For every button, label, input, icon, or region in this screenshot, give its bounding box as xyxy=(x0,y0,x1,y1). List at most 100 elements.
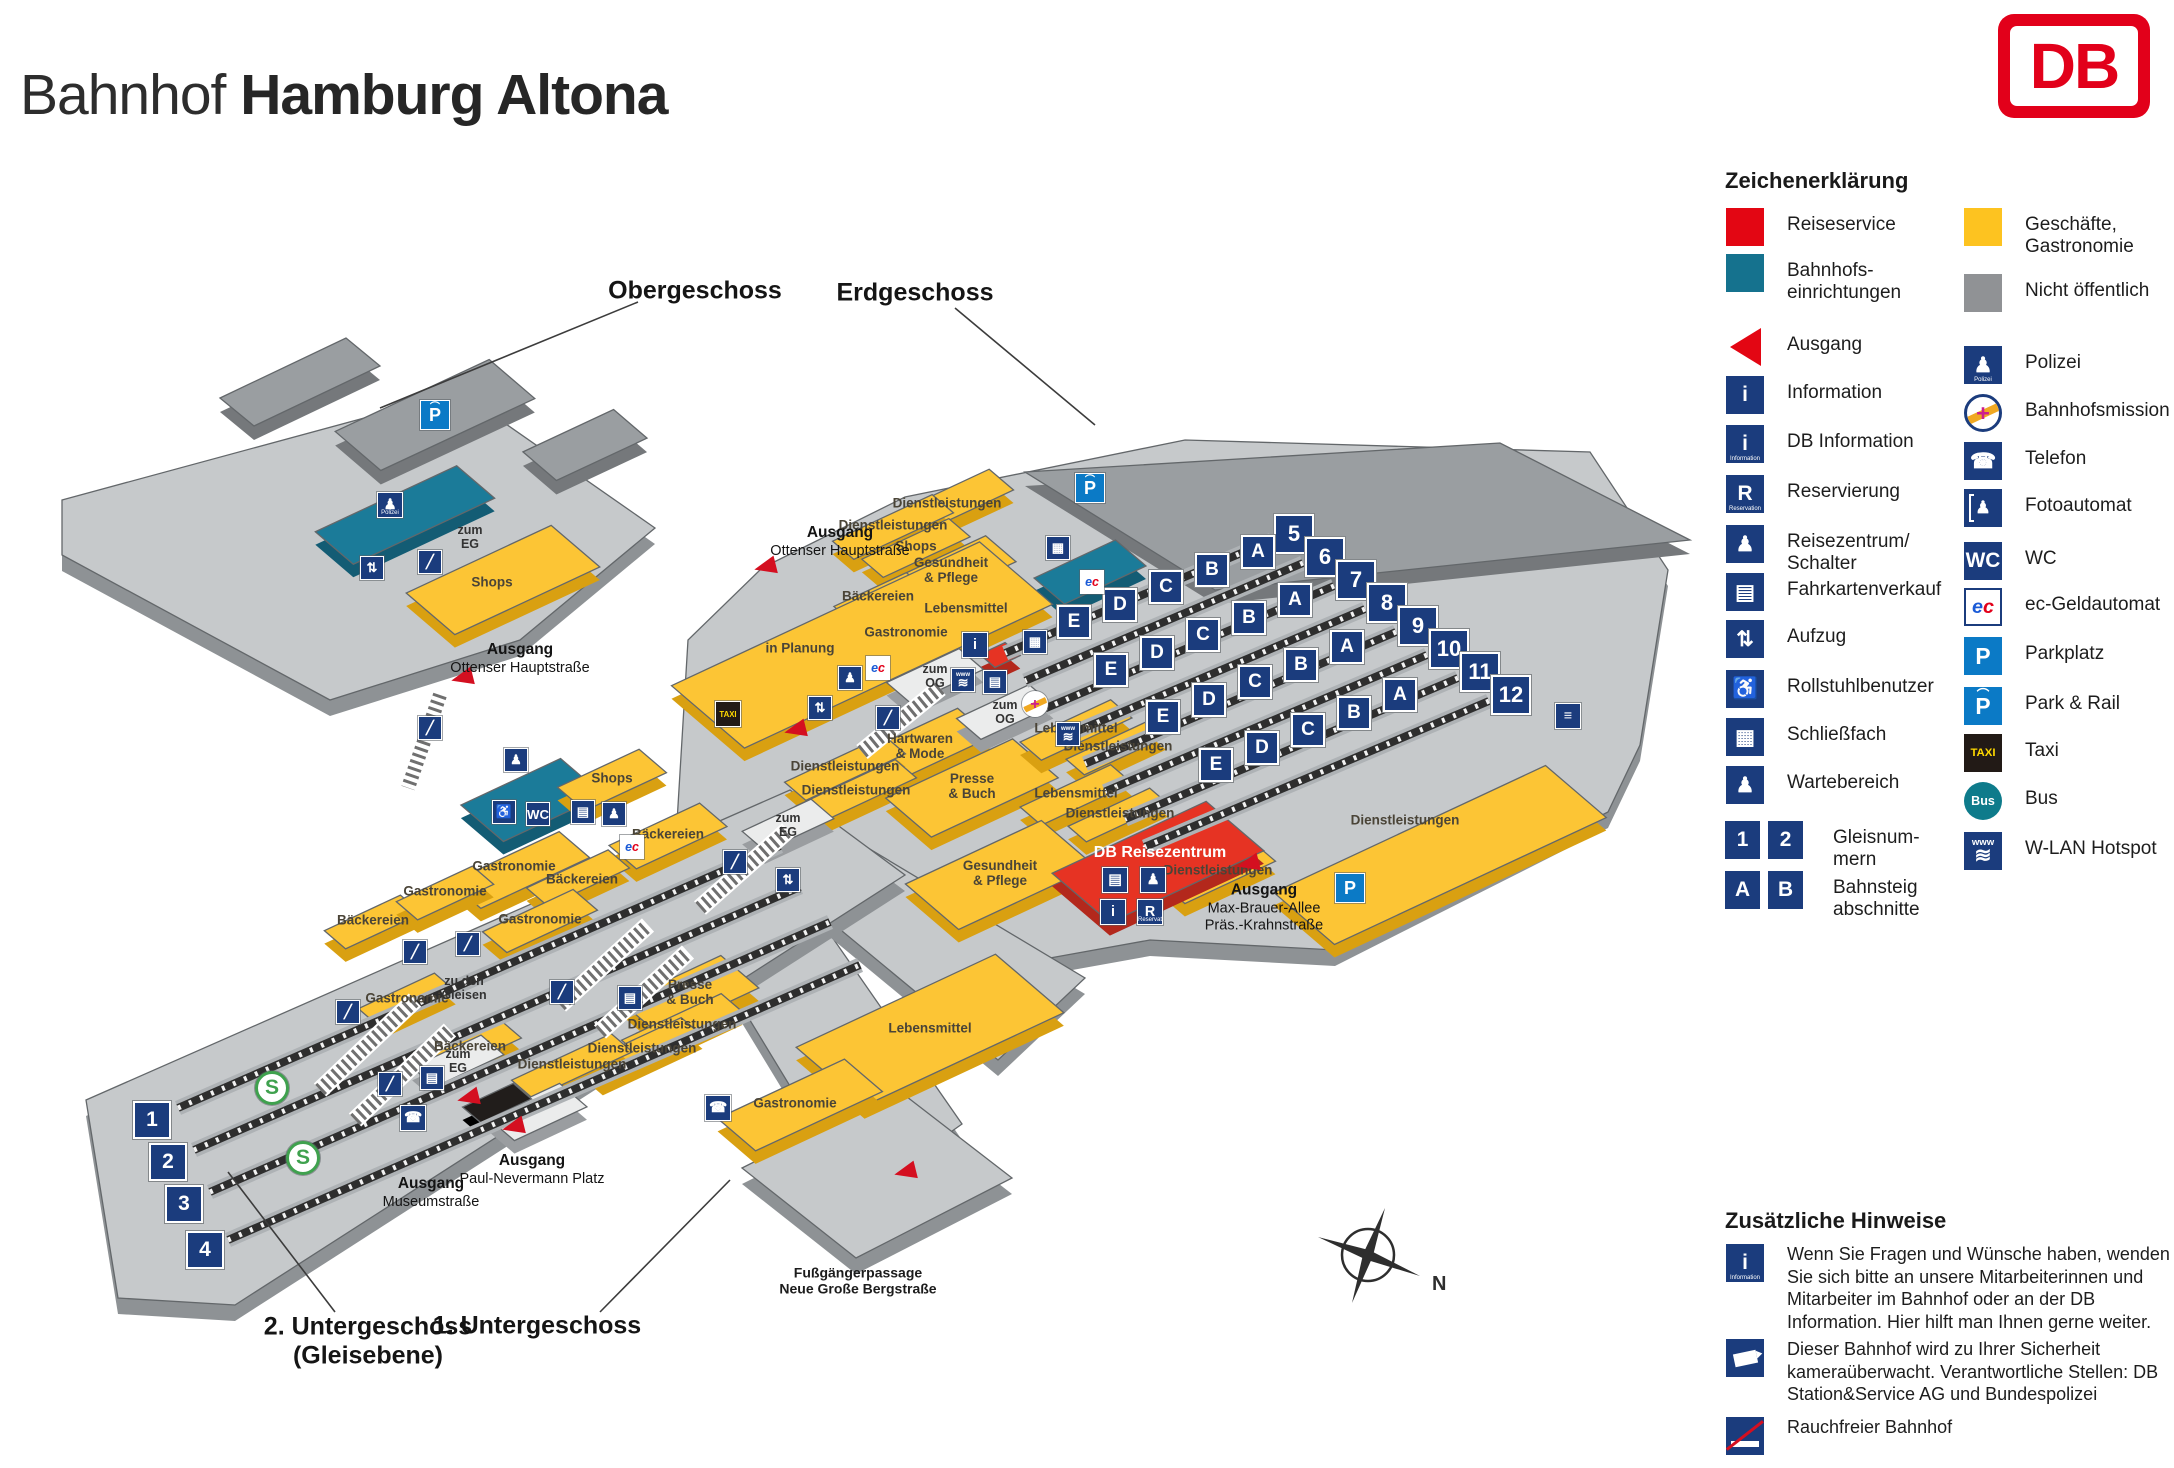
block-in_planung xyxy=(670,541,1054,749)
legend-label: Fahrkartenverkauf xyxy=(1787,579,1942,600)
block-presse xyxy=(884,738,1060,838)
bahnsteigabschnitte-icon: B xyxy=(1768,871,1803,909)
legend-item: ♿ Rollstuhlbenutzer xyxy=(1725,669,1934,709)
legend-label: Reservierung xyxy=(1787,481,1900,502)
legend-label: Ausgang xyxy=(1787,334,1863,355)
legend-label: Geschäfte, Gastronomie xyxy=(2025,214,2134,257)
compass-rose: N xyxy=(1318,1208,1446,1303)
page-title: Bahnhof Hamburg Altona xyxy=(20,62,668,128)
leader-line xyxy=(599,1179,731,1313)
legend-label: Taxi xyxy=(2025,740,2059,761)
legend-label: Fotoautomat xyxy=(2025,495,2132,516)
legend-item: ▦Schließfach xyxy=(1725,717,1886,757)
legend-icon-box: i xyxy=(1725,375,1765,415)
og-deck-east xyxy=(521,408,649,482)
leader-line xyxy=(954,307,1096,426)
legend-label: Reisezentrum/ Schalter xyxy=(1787,531,1910,574)
block-shops xyxy=(405,524,601,636)
bahnsteigabschnitte-icon: A xyxy=(1725,871,1760,909)
note-icon-box xyxy=(1725,1338,1765,1378)
legend-label: W-LAN Hotspot xyxy=(2025,838,2157,859)
leader-line xyxy=(379,301,639,409)
legend-icon-box: www≋ xyxy=(1963,831,2003,871)
rollstuhlbenutzer-icon: ♿ xyxy=(1726,670,1764,708)
legend-item: Bahnhofs- einrichtungen xyxy=(1725,253,1901,304)
legend-label: Parkplatz xyxy=(2025,643,2105,664)
legend-label: Bahnhofs- einrichtungen xyxy=(1787,260,1902,303)
legend-title: Zeichenerklärung xyxy=(1725,168,1909,193)
gleisnummern-icon: 1 xyxy=(1725,821,1760,859)
escalator-band-steps xyxy=(315,994,420,1096)
legend-item: Geschäfte, Gastronomie xyxy=(1963,207,2134,258)
legend-item: TAXI Taxi xyxy=(1963,733,2059,773)
legend-item: Reiseservice xyxy=(1725,207,1896,247)
fotoautomat-icon: ♟ xyxy=(1964,489,2002,527)
db-logo-text: DB xyxy=(2010,26,2138,106)
page-title-regular: Bahnhof xyxy=(20,63,226,127)
nicht-oeffentlich-swatch xyxy=(1964,274,2002,312)
legend-icon-box: TAXI xyxy=(1963,733,2003,773)
legend-item: ☎Telefon xyxy=(1963,441,2086,481)
legend-item: ♟ Fotoautomat xyxy=(1963,488,2132,528)
legend-icon-box xyxy=(1963,207,2003,247)
park-rail-icon: P⌒ xyxy=(1964,687,2002,725)
track-gleis-12-ties xyxy=(1143,698,1490,850)
legend-icon-box: Bus xyxy=(1963,781,2003,821)
legend-item: ♟Reisezentrum/ Schalter xyxy=(1725,524,1910,575)
fahrkartenverkauf-icon: ▤ xyxy=(1726,573,1764,611)
legend-label: Rollstuhlbenutzer xyxy=(1787,676,1934,697)
legend-label: Aufzug xyxy=(1787,626,1847,647)
note-item: Rauchfreier Bahnhof xyxy=(1725,1416,2174,1456)
escalator-band-steps xyxy=(401,692,447,791)
block-gastronomie xyxy=(481,888,599,954)
geschaefte-gastronomie-swatch xyxy=(1964,208,2002,246)
legend-icon-box: ▤ xyxy=(1725,572,1765,612)
legend-label: Reiseservice xyxy=(1787,214,1896,235)
legend-icon-box: + xyxy=(1963,393,2003,433)
information-icon: i xyxy=(1726,376,1764,414)
legend-label: Telefon xyxy=(2025,448,2087,469)
note-icon-box xyxy=(1725,1416,1765,1456)
legend-icon-box xyxy=(1725,207,1765,247)
block xyxy=(461,1082,533,1124)
legend-label: Bahnhofsmission xyxy=(2025,400,2170,421)
legend-icon-box: ♟Polizei xyxy=(1963,345,2003,385)
block-shops xyxy=(860,517,972,579)
bahnhofseinrichtungen-swatch xyxy=(1726,254,1764,292)
legend-label: Bahnsteig abschnitte xyxy=(1833,877,1920,920)
bahnhofsmission-icon: + xyxy=(1964,394,2002,432)
legend-label: Park & Rail xyxy=(2025,693,2121,714)
block-gastronomie xyxy=(395,865,495,921)
block-zum_eg xyxy=(740,798,836,852)
legend-icon-box xyxy=(1963,273,2003,313)
bus-icon: Bus xyxy=(1964,782,2002,820)
notes-title: Zusätzliche Hinweise xyxy=(1725,1208,1947,1233)
page-title-bold: Hamburg Altona xyxy=(240,63,668,127)
track-gleis-8 xyxy=(1063,605,1367,740)
wartebereich-icon: ♟ xyxy=(1726,766,1764,804)
taxi-icon: TAXI xyxy=(1964,734,2002,772)
note-text: Dieser Bahnhof wird zu Ihrer Sicherheit … xyxy=(1787,1339,2159,1405)
legend-icon-box xyxy=(1725,327,1765,367)
track-gleis-10 xyxy=(1103,651,1429,796)
aufzug-icon: ⇅ xyxy=(1726,620,1764,658)
legend-label: Bus xyxy=(2025,788,2058,809)
legend-label: Wartebereich xyxy=(1787,772,1900,793)
polizei-icon: ♟Polizei xyxy=(1964,346,2002,384)
